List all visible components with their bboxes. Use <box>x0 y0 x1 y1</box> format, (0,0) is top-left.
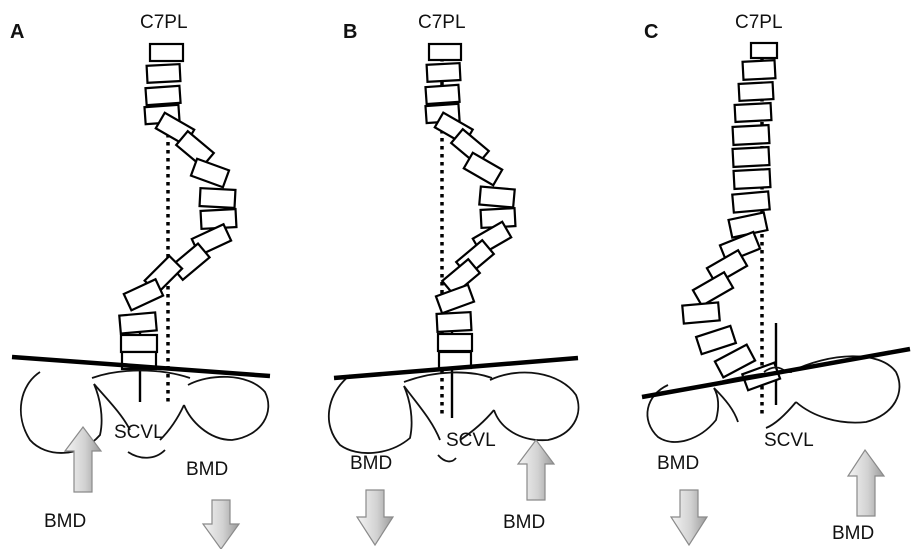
scvl-label: SCVL <box>114 422 164 443</box>
vertebra <box>119 312 156 333</box>
vertebra <box>145 86 180 105</box>
vertebra <box>425 85 459 104</box>
vertebra <box>732 191 769 212</box>
panel-a: A C7PL <box>10 12 270 549</box>
vertebral-column <box>119 44 236 369</box>
vertebra <box>682 302 719 323</box>
vertebra <box>427 63 461 82</box>
panel-letter: A <box>10 21 24 43</box>
bmd-label: BMD <box>832 523 874 544</box>
c7pl-label: C7PL <box>735 12 783 33</box>
bmd-increase-arrow-icon <box>65 427 101 492</box>
bmd-decrease-arrow-icon <box>671 490 707 545</box>
vertebra <box>438 334 472 351</box>
panel-b: B C7PL <box>329 12 579 545</box>
bmd-decrease-arrow-icon <box>357 490 393 545</box>
vertebra <box>191 159 229 188</box>
bmd-decrease-arrow-icon <box>203 500 239 549</box>
vertebra <box>436 285 474 314</box>
vertebra <box>437 312 472 332</box>
bmd-label: BMD <box>350 453 392 474</box>
vertebra <box>200 188 236 208</box>
vertebral-column <box>425 44 515 368</box>
vertebra <box>733 125 770 145</box>
scvl-label: SCVL <box>446 430 496 451</box>
vertebra <box>735 103 772 122</box>
scvl-label: SCVL <box>764 430 814 451</box>
vertebra <box>696 326 736 354</box>
bmd-label: BMD <box>657 453 699 474</box>
panel-c: C C7PL <box>642 12 910 545</box>
bmd-increase-arrow-icon <box>518 440 554 500</box>
vertebra <box>429 44 461 60</box>
c7pl-label: C7PL <box>418 12 466 33</box>
vertebra <box>743 60 776 80</box>
vertebra <box>479 187 514 208</box>
vertebra <box>734 169 771 189</box>
vertebra <box>124 279 163 310</box>
vertebra <box>147 64 181 83</box>
vertebral-column <box>682 43 780 390</box>
panel-letter: C <box>644 21 658 43</box>
bmd-label: BMD <box>503 512 545 533</box>
vertebra <box>739 82 774 101</box>
vertebra <box>733 147 770 167</box>
vertebra <box>121 335 157 352</box>
bmd-label: BMD <box>186 459 228 480</box>
bmd-increase-arrow-icon <box>848 450 884 516</box>
panel-letter: B <box>343 21 357 43</box>
c7pl-label: C7PL <box>140 12 188 33</box>
pelvis <box>21 371 268 458</box>
vertebra <box>150 44 183 61</box>
vertebra <box>751 43 777 58</box>
vertebra <box>464 153 502 186</box>
bmd-label: BMD <box>44 511 86 532</box>
